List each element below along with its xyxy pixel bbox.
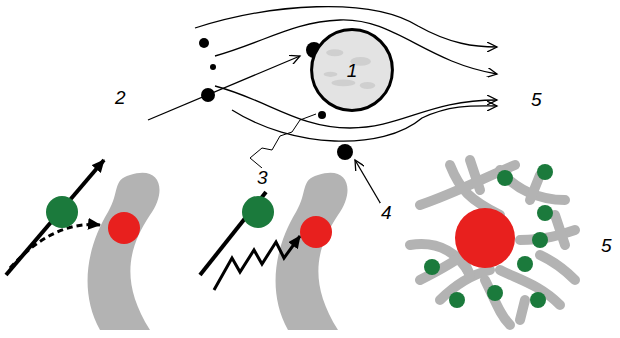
fiber-section	[88, 173, 160, 330]
diffusion-path	[250, 114, 316, 168]
dashed-arrow	[10, 225, 100, 268]
flow-arrow	[6, 160, 104, 275]
red-particle	[108, 212, 140, 244]
callout-number: 5	[600, 236, 613, 255]
callout-number: 1	[347, 61, 358, 80]
streamlines	[195, 7, 497, 142]
callout-number: 4	[380, 203, 393, 222]
fiber-section	[276, 173, 348, 330]
red-particle	[455, 208, 515, 268]
green-particles	[424, 164, 553, 308]
green-particle	[242, 196, 274, 228]
callout-number: 3	[256, 168, 269, 187]
fiber-circle: 1	[309, 27, 395, 113]
green-particle	[46, 196, 78, 228]
zigzag-arrow	[214, 236, 300, 290]
fiber-network	[410, 160, 575, 325]
particle-trajectory	[148, 56, 300, 120]
red-particle	[300, 216, 332, 248]
callout-number: 5	[530, 90, 543, 109]
callout-number: 2	[114, 88, 127, 107]
leader-line	[355, 160, 382, 206]
